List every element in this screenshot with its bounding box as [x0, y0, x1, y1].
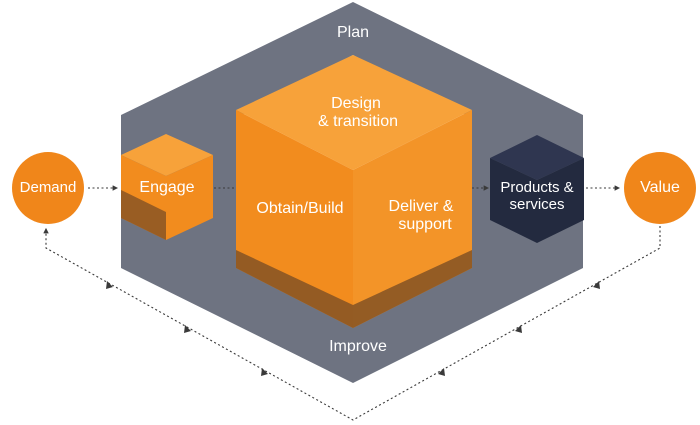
products-services-cube	[490, 135, 584, 243]
deliver-support-label-line1: Deliver &	[389, 198, 454, 215]
engage-label: Engage	[139, 179, 194, 196]
loop-arrowhead	[184, 325, 191, 333]
plan-label: Plan	[337, 24, 369, 41]
central-cube	[236, 55, 472, 328]
loop-arrowhead	[106, 281, 113, 289]
improve-label: Improve	[329, 338, 387, 355]
loop-arrowhead	[593, 281, 600, 289]
loop-arrowhead	[438, 368, 445, 376]
value-label: Value	[640, 179, 680, 196]
loop-arrowhead	[515, 325, 522, 333]
feedback-loop-line	[43, 226, 661, 421]
engage-cube	[121, 134, 213, 240]
feedback-loop-arrowheads	[106, 281, 600, 376]
plan-improve-ring	[121, 2, 583, 383]
design-transition-label-line2: & transition	[318, 113, 398, 130]
deliver-support-label-line2: support	[398, 216, 452, 233]
demand-label: Demand	[20, 179, 77, 196]
products-services-label-line1: Products &	[500, 179, 573, 196]
design-transition-label-line1: Design	[331, 95, 381, 112]
products-services-label-line2: services	[509, 196, 564, 213]
demand-circle	[12, 152, 84, 224]
obtain-build-label: Obtain/Build	[256, 200, 343, 217]
loop-arrowhead	[261, 368, 268, 376]
value-circle	[624, 152, 696, 224]
